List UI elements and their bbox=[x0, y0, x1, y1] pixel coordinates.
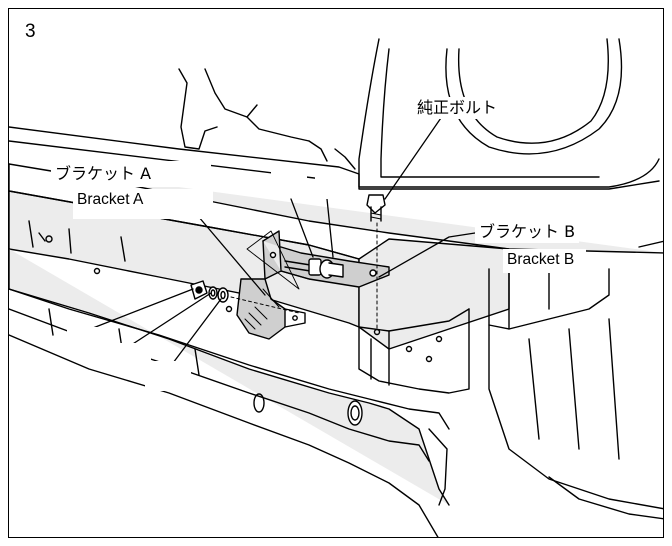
label-bracket-a-en: Bracket A bbox=[73, 189, 213, 219]
bolt-assembly bbox=[284, 258, 344, 279]
genuine-bolt bbox=[366, 194, 386, 336]
leader-genuine-bolt bbox=[384, 114, 444, 200]
step-number: 3 bbox=[25, 21, 36, 42]
label-bracket-b-en: Bracket B bbox=[503, 249, 587, 273]
bracket-a bbox=[236, 278, 306, 340]
blank-callout-5 bbox=[315, 175, 347, 199]
blank-callout-4 bbox=[271, 171, 307, 197]
bumper-bracket-illustration bbox=[9, 38, 663, 537]
blank-callout-2 bbox=[105, 343, 151, 373]
label-bracket-a-jp: ブラケット A bbox=[51, 161, 211, 188]
leader-bolt bbox=[290, 198, 314, 258]
label-bracket-b-jp: ブラケット B bbox=[475, 221, 580, 244]
diagram-frame: 3 純正ボルト ブラケット A Bracket A ブラケット B Bracke… bbox=[8, 8, 664, 538]
label-genuine-bolt: 純正ボルト bbox=[413, 97, 502, 120]
blank-callout-3 bbox=[145, 361, 191, 391]
right-body-panel bbox=[488, 240, 663, 520]
leader-bracket-b bbox=[378, 232, 476, 278]
bracket-b bbox=[262, 230, 390, 288]
frame-rail bbox=[358, 308, 470, 394]
leader-washer-2 bbox=[166, 298, 222, 372]
spare-tire bbox=[358, 38, 660, 188]
nut-and-washers bbox=[190, 280, 229, 303]
bolt-axis-a bbox=[230, 296, 300, 314]
reference-triangle bbox=[246, 230, 300, 290]
leader-spacer bbox=[326, 198, 334, 258]
